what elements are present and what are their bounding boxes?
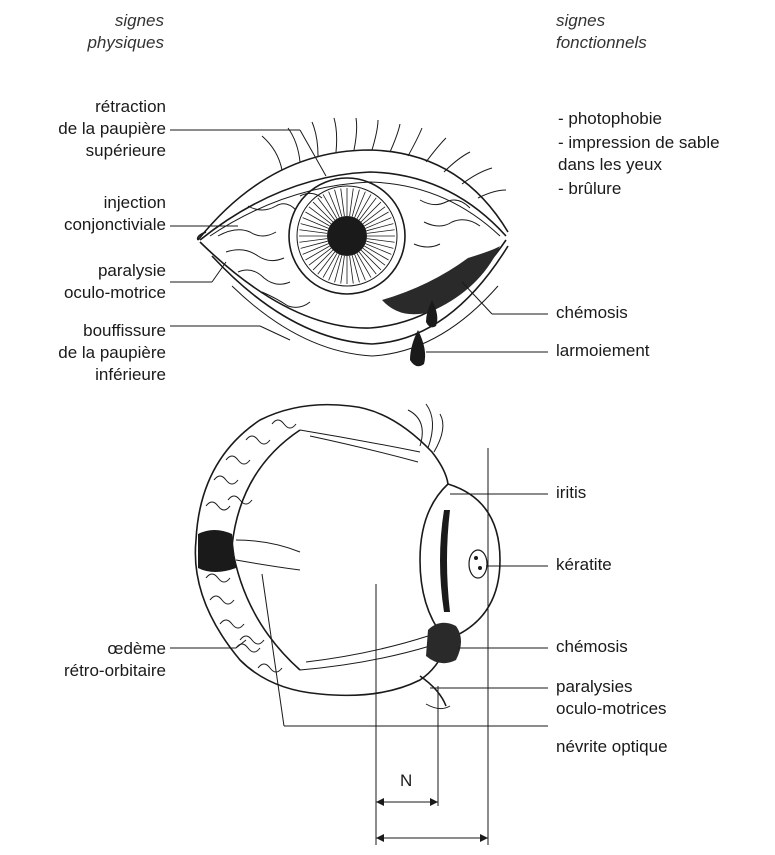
label-conjunctival-injection: injection conjonctiviale xyxy=(20,192,166,236)
iris-ray xyxy=(301,224,328,231)
label-tearing: larmoiement xyxy=(556,340,650,362)
physical-signs-header: signes physiques xyxy=(40,10,164,54)
iris-ray xyxy=(299,230,327,234)
label-keratitis: kératite xyxy=(556,554,612,576)
iris-ray xyxy=(299,239,327,243)
label-optic-neuritis: névrite optique xyxy=(556,736,668,758)
functional-sign-burning: - brûlure xyxy=(558,178,768,200)
pupil xyxy=(327,216,367,256)
functional-signs-header: signes fonctionnels xyxy=(556,10,716,54)
iris-ray xyxy=(335,255,342,282)
keratitis-spot xyxy=(469,550,487,578)
optic-nerve xyxy=(198,530,236,572)
iris-ray xyxy=(341,256,345,284)
leader-lines-bottom xyxy=(170,494,548,726)
front-view-eye xyxy=(198,118,508,366)
label-chemosis-bottom: chémosis xyxy=(556,636,628,658)
iris-ray xyxy=(352,255,359,282)
iris-ray xyxy=(335,190,342,217)
measurement-label-n: N xyxy=(400,770,412,792)
iris-side xyxy=(440,510,450,612)
functional-sign-photophobia: - photophobie xyxy=(558,108,768,130)
label-lower-lid-puffiness: bouffissure de la paupière inférieure xyxy=(20,320,166,386)
chemosis-side xyxy=(426,623,461,663)
iris-ray xyxy=(350,188,354,216)
iris-ray xyxy=(367,239,395,243)
iris-ray xyxy=(341,188,345,216)
label-iritis: iritis xyxy=(556,482,586,504)
label-retro-orbital-oedema: œdème rétro-orbitaire xyxy=(20,638,166,682)
iris-ray xyxy=(352,190,359,217)
side-view-eye xyxy=(195,404,500,709)
label-chemosis-top: chémosis xyxy=(556,302,628,324)
iris-ray xyxy=(301,241,328,248)
label-oculomotor-paralysis: paralysie oculo-motrice xyxy=(20,260,166,304)
iris-ray xyxy=(367,230,395,234)
label-upper-lid-retraction: rétraction de la paupière supérieure xyxy=(20,96,166,162)
label-oculomotor-paralyses: paralysies oculo-motrices xyxy=(556,676,667,720)
iris-ray xyxy=(366,241,393,248)
functional-sign-sand-sensation: - impression de sable dans les yeux xyxy=(558,132,768,176)
iris-ray xyxy=(366,224,393,231)
iris-ray xyxy=(350,256,354,284)
